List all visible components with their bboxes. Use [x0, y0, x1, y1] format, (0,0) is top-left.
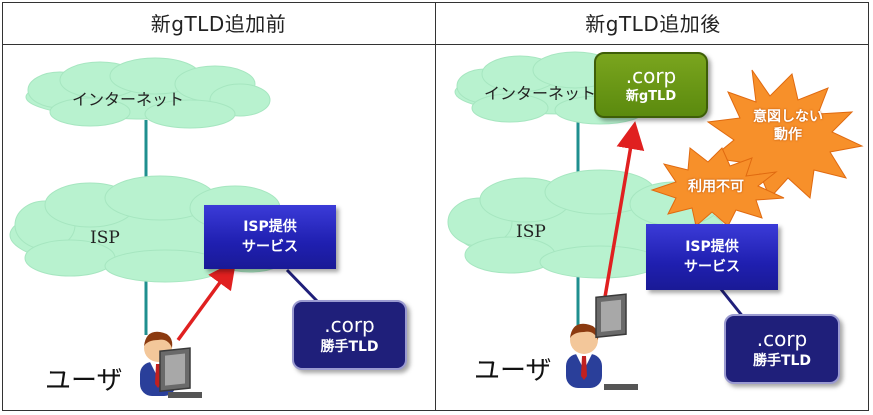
header-divider	[2, 44, 869, 45]
burst-unexpected-label: 意図しない 動作	[748, 108, 828, 144]
isp-service-box-after: ISP提供 サービス	[646, 224, 778, 290]
service-line2-after: サービス	[684, 259, 740, 275]
burst-unavailable	[650, 147, 785, 227]
access-arrow-after	[598, 121, 645, 327]
local-tld-box-before: .corp 勝手TLD	[292, 300, 407, 370]
user-figure-before	[140, 331, 202, 398]
isp-service-box-before: ISP提供 サービス	[204, 205, 336, 269]
new-gtld-box: .corp 新gTLD	[594, 52, 708, 118]
local-tld-name-after: .corp	[756, 327, 808, 351]
local-tld-desc-before: 勝手TLD	[320, 339, 379, 355]
new-gtld-name: .corp	[625, 64, 677, 88]
service-line2-before: サービス	[242, 239, 298, 255]
isp-label-before: ISP	[90, 228, 120, 248]
new-gtld-desc: 新gTLD	[625, 89, 677, 104]
burst-unavailable-label: 利用不可	[688, 179, 744, 195]
callout-line-after	[718, 287, 746, 319]
service-line1-before: ISP提供	[243, 219, 297, 235]
local-tld-box-after: .corp 勝手TLD	[724, 314, 840, 384]
local-tld-name-before: .corp	[324, 313, 375, 337]
panel-title-after: 新gTLD追加後	[585, 12, 721, 36]
user-label-after: ユーザ	[474, 356, 552, 386]
service-line1-after: ISP提供	[685, 239, 739, 255]
access-arrow-before	[176, 260, 237, 342]
local-tld-desc-after: 勝手TLD	[752, 353, 812, 369]
burst-unexpected-line2: 動作	[774, 127, 802, 143]
user-label-before: ユーザ	[45, 366, 123, 396]
callout-line-before	[285, 268, 320, 304]
panel-divider	[435, 2, 436, 411]
user-figure-after	[566, 293, 638, 390]
panel-title-before: 新gTLD追加前	[150, 12, 287, 36]
internet-label-after: インターネット	[484, 84, 597, 103]
internet-cloud-before	[25, 57, 271, 129]
isp-label-after: ISP	[516, 222, 546, 242]
internet-label-before: インターネット	[72, 90, 185, 109]
burst-unexpected-line1: 意図しない	[753, 109, 823, 125]
